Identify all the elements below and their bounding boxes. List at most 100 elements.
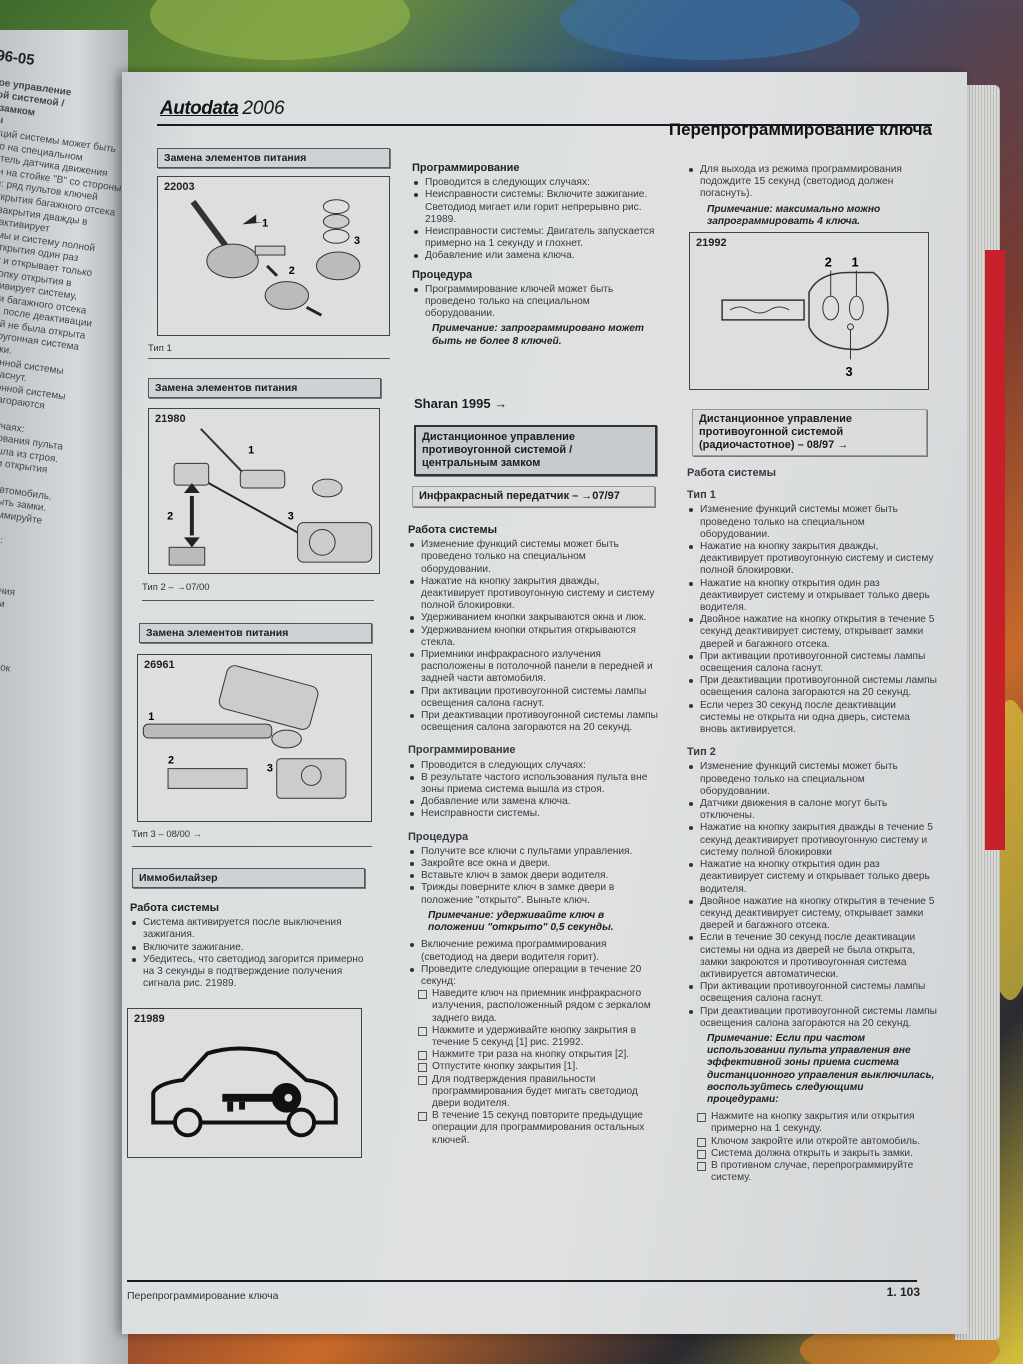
bullet-item: Изменение функций системы может быть про… — [408, 539, 658, 576]
checkbox-step: Ключом закройте или откройте автомобиль. — [687, 1136, 937, 1148]
callout-2: 2 — [167, 511, 173, 523]
callout-1: 1 — [148, 711, 154, 723]
figure-number: 21980 — [155, 413, 186, 425]
checkbox-step: Наведите ключ на приемник инфракрасного … — [408, 988, 658, 1025]
brand-name: Autodata — [160, 98, 239, 119]
bullet-item: Неисправности системы. — [408, 808, 658, 820]
header-rule — [157, 124, 932, 126]
subheading: Тип 2 — [687, 746, 716, 759]
bullet-item: Добавление или замена ключа. — [408, 796, 658, 808]
bullet-item: Нажатие на кнопку закрытия дважды, деакт… — [408, 576, 658, 613]
divider — [148, 358, 390, 359]
figure-number: 22003 — [164, 181, 195, 193]
model-heading: Sharan 1995 → — [414, 396, 508, 411]
figure-26961: 26961 1 2 3 — [137, 654, 372, 822]
bullet-item: Приемники инфракрасного излучения распол… — [408, 649, 658, 686]
bullet-item: Удерживанием кнопки закрываются окна и л… — [408, 612, 658, 624]
checkbox-step: Система должна открыть и закрыть замки. — [687, 1148, 937, 1160]
ir-transmitter-title: Инфракрасный передатчик – →07/97 — [412, 486, 655, 507]
bullet-item: Программирование ключей может быть прове… — [412, 284, 662, 321]
bullet-item: Двойное нажатие на кнопку открытия в теч… — [687, 896, 937, 933]
note: Примечание: максимально можно запрограмм… — [707, 203, 881, 227]
bullet-item: При активации противоугонной системы лам… — [687, 651, 937, 675]
bullet-item: Убедитесь, что светодиод загорится приме… — [130, 954, 370, 991]
bullet-item: Датчики движения в салоне могут быть отк… — [687, 798, 937, 822]
bullet-item: Получите все ключи с пультами управления… — [408, 846, 658, 858]
bullet-item: Изменение функций системы может быть про… — [687, 504, 937, 541]
section-battery-3-title: Замена элементов питания — [139, 623, 372, 643]
flip-key-battery-illustration: 1 2 3 — [142, 665, 347, 799]
bullet-item: Проводится в следующих случаях: — [412, 177, 662, 189]
bullet-item: Неисправности системы: Двигатель запуска… — [412, 226, 662, 250]
bullet-item: Закройте все окна и двери. — [408, 858, 658, 870]
callout-3: 3 — [267, 763, 273, 775]
bullet-item: Нажатие на кнопку закрытия дважды, деакт… — [687, 541, 937, 578]
figure-number: 26961 — [144, 659, 175, 671]
bullet-item: Проведите следующие операции в течение 2… — [408, 964, 658, 988]
remote-key-illustration: 2 1 3 — [721, 255, 889, 379]
figure-21992: 21992 2 1 3 — [689, 232, 929, 390]
callout-1: 1 — [262, 217, 268, 229]
key-battery-illustration: 1 2 3 — [190, 199, 361, 317]
bullet-item: Нажатие на кнопку открытия один раз деак… — [687, 859, 937, 896]
bullet-item: При активации противоугонной системы лам… — [408, 686, 658, 710]
flip-key-battery-illustration: 1 2 3 — [167, 428, 373, 566]
bullet-item: Включение режима программирования (свето… — [408, 939, 658, 963]
subheading: Программирование — [412, 162, 520, 174]
bullet-item: Добавление или замена ключа. — [412, 250, 662, 262]
remote-central-lock-title: Дистанционное управление противоугонной … — [414, 425, 657, 476]
bullet-item: Неисправности системы: Включите зажигани… — [412, 189, 662, 226]
checkbox-step: Нажмите на кнопку закрытия или открытия … — [687, 1111, 937, 1135]
bullet-item: При деактивации противоугонной системы л… — [687, 1006, 937, 1030]
figure-caption: Тип 1 — [148, 343, 172, 354]
checkbox-step: В течение 15 секунд повторите предыдущие… — [408, 1110, 658, 1147]
subheading: Работа системы — [130, 902, 219, 914]
bullet-item: При деактивации противоугонной системы л… — [687, 675, 937, 699]
callout-1: 1 — [248, 444, 254, 456]
figure-number: 21992 — [696, 237, 727, 249]
bullet-item: При деактивации противоугонной системы л… — [408, 710, 658, 734]
bullet-item: Проводится в следующих случаях: — [408, 760, 658, 772]
page-title: Перепрограммирование ключа — [668, 120, 932, 139]
callout-2: 2 — [168, 755, 174, 767]
note: Примечание: запрограммировано может быть… — [432, 323, 644, 347]
page-number: 1. 103 — [886, 1285, 920, 1299]
subheading: Процедура — [412, 268, 473, 281]
callout-3: 3 — [846, 364, 853, 379]
callout-3: 3 — [354, 235, 360, 247]
checkbox-step: Отпустите кнопку закрытия [1]. — [408, 1061, 658, 1073]
divider — [132, 846, 372, 847]
checkbox-step: Нажмите и удерживайте кнопку закрытия в … — [408, 1025, 658, 1049]
section-immobilizer-title: Иммобилайзер — [132, 868, 365, 888]
callout-2: 2 — [825, 255, 832, 270]
subheading: Работа системы — [687, 467, 776, 479]
bullet-item: Включите зажигание. — [130, 942, 370, 954]
bullet-item: Вставьте ключ в замок двери водителя. — [408, 870, 658, 882]
subheading: Работа системы — [408, 524, 497, 536]
callout-3: 3 — [288, 511, 294, 523]
footer-section-name: Перепрограммирование ключа — [127, 1290, 279, 1302]
bullet-item: Нажатие на кнопку закрытия дважды в тече… — [687, 822, 937, 859]
footer-rule — [127, 1280, 917, 1282]
figure-caption: Тип 2 – →07/00 — [142, 582, 210, 593]
section-battery-2-title: Замена элементов питания — [148, 378, 381, 398]
figure-number: 21989 — [134, 1013, 165, 1025]
bullet-item: Если через 30 секунд после деактивации с… — [687, 700, 937, 737]
bullet-item: Для выхода из режима программирования по… — [687, 164, 932, 201]
bullet-item: Удерживанием кнопки открытия открываются… — [408, 625, 658, 649]
figure-caption: Тип 3 – 08/00 → — [132, 829, 203, 840]
note: Примечание: удерживайте ключ в положении… — [428, 909, 614, 934]
checkbox-step: Для подтверждения правильности программи… — [408, 1074, 658, 1111]
bullet-item: Нажатие на кнопку открытия один раз деак… — [687, 578, 937, 615]
section-battery-1-title: Замена элементов питания — [157, 148, 390, 168]
callout-2: 2 — [289, 265, 295, 277]
subheading: Программирование — [408, 744, 516, 757]
bullet-item: Двойное нажатие на кнопку открытия в теч… — [687, 614, 937, 651]
